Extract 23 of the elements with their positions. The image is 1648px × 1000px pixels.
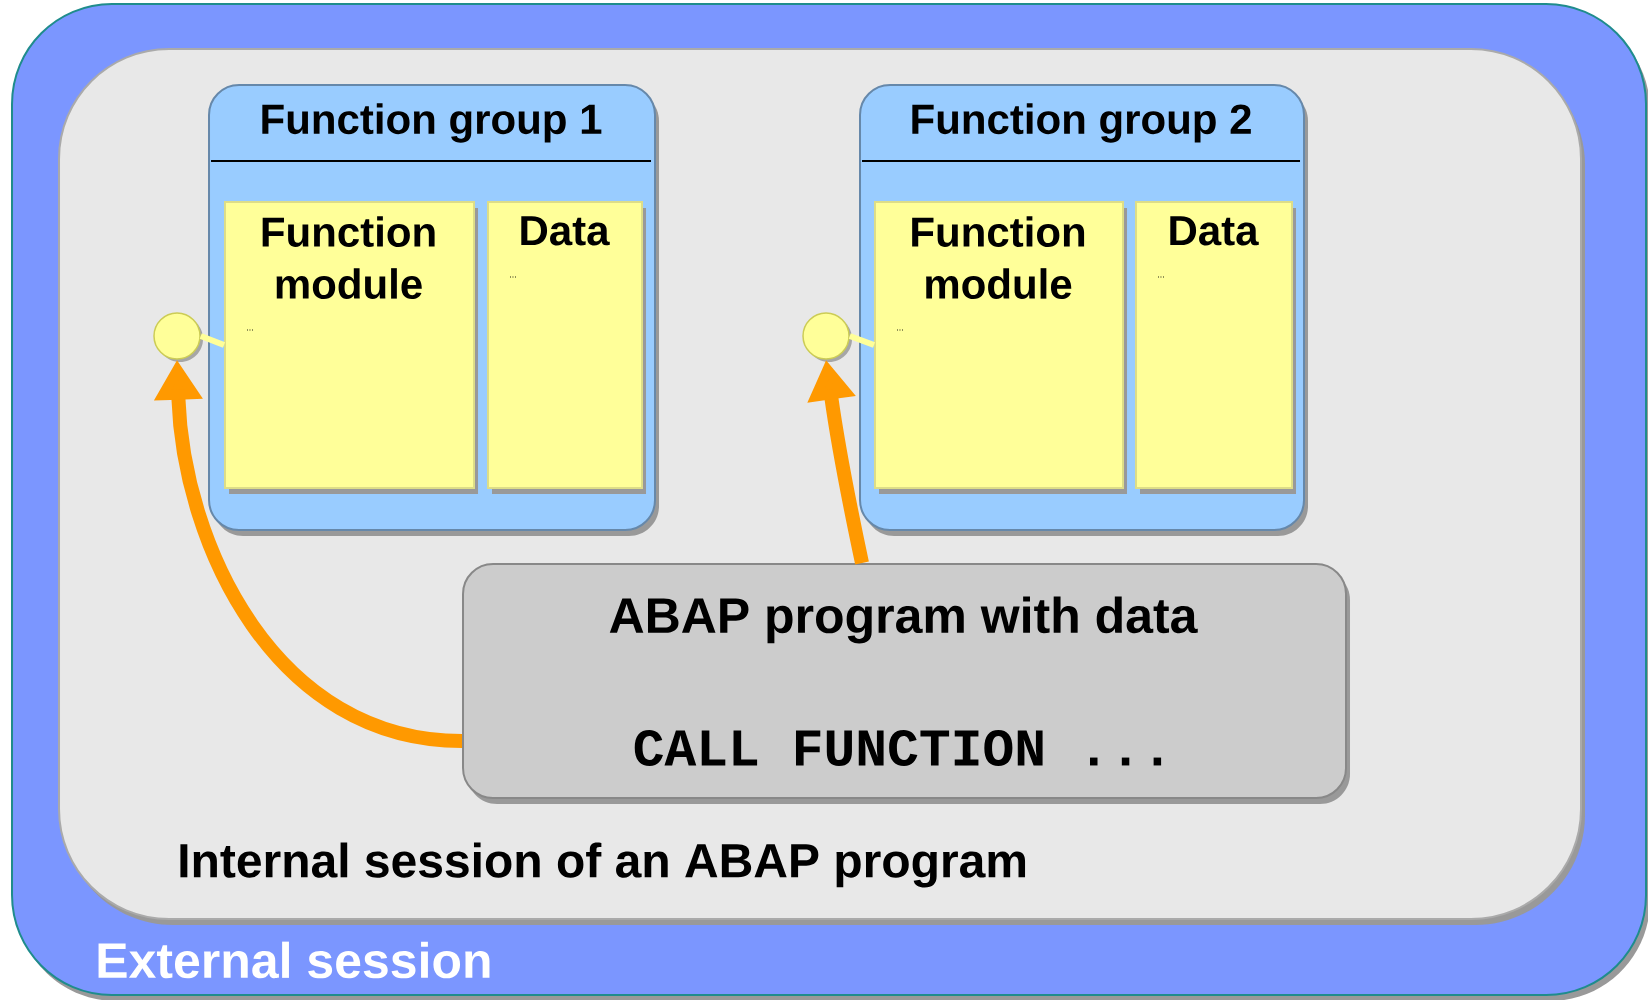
connector-line	[848, 333, 876, 348]
connector-line	[199, 333, 226, 348]
function-module-box	[224, 201, 478, 494]
session-label: Internal session of an ABAP program	[180, 842, 1026, 888]
function-module-box	[1135, 201, 1296, 494]
session-label: External session	[98, 941, 490, 979]
ellipsis-text: ...	[897, 329, 903, 331]
group-title: Function group 1	[262, 103, 602, 143]
program-box	[462, 563, 1350, 804]
program-title: ABAP program with data	[609, 596, 1198, 644]
interface-circle	[153, 312, 203, 362]
interface-circle	[802, 312, 852, 362]
code-text: CALL FUNCTION ...	[634, 730, 1162, 766]
ellipsis-text: ...	[1158, 276, 1164, 278]
function-module-box	[487, 201, 646, 494]
function-module-box	[874, 201, 1127, 494]
module-title: Data	[521, 216, 610, 246]
ellipsis-text: ...	[247, 329, 253, 331]
ellipsis-text: ...	[510, 276, 516, 278]
group-title: Function group 2	[912, 103, 1251, 143]
module-title: Function module	[262, 216, 435, 299]
module-title: Data	[1170, 216, 1259, 246]
module-title: Function module	[912, 216, 1085, 299]
